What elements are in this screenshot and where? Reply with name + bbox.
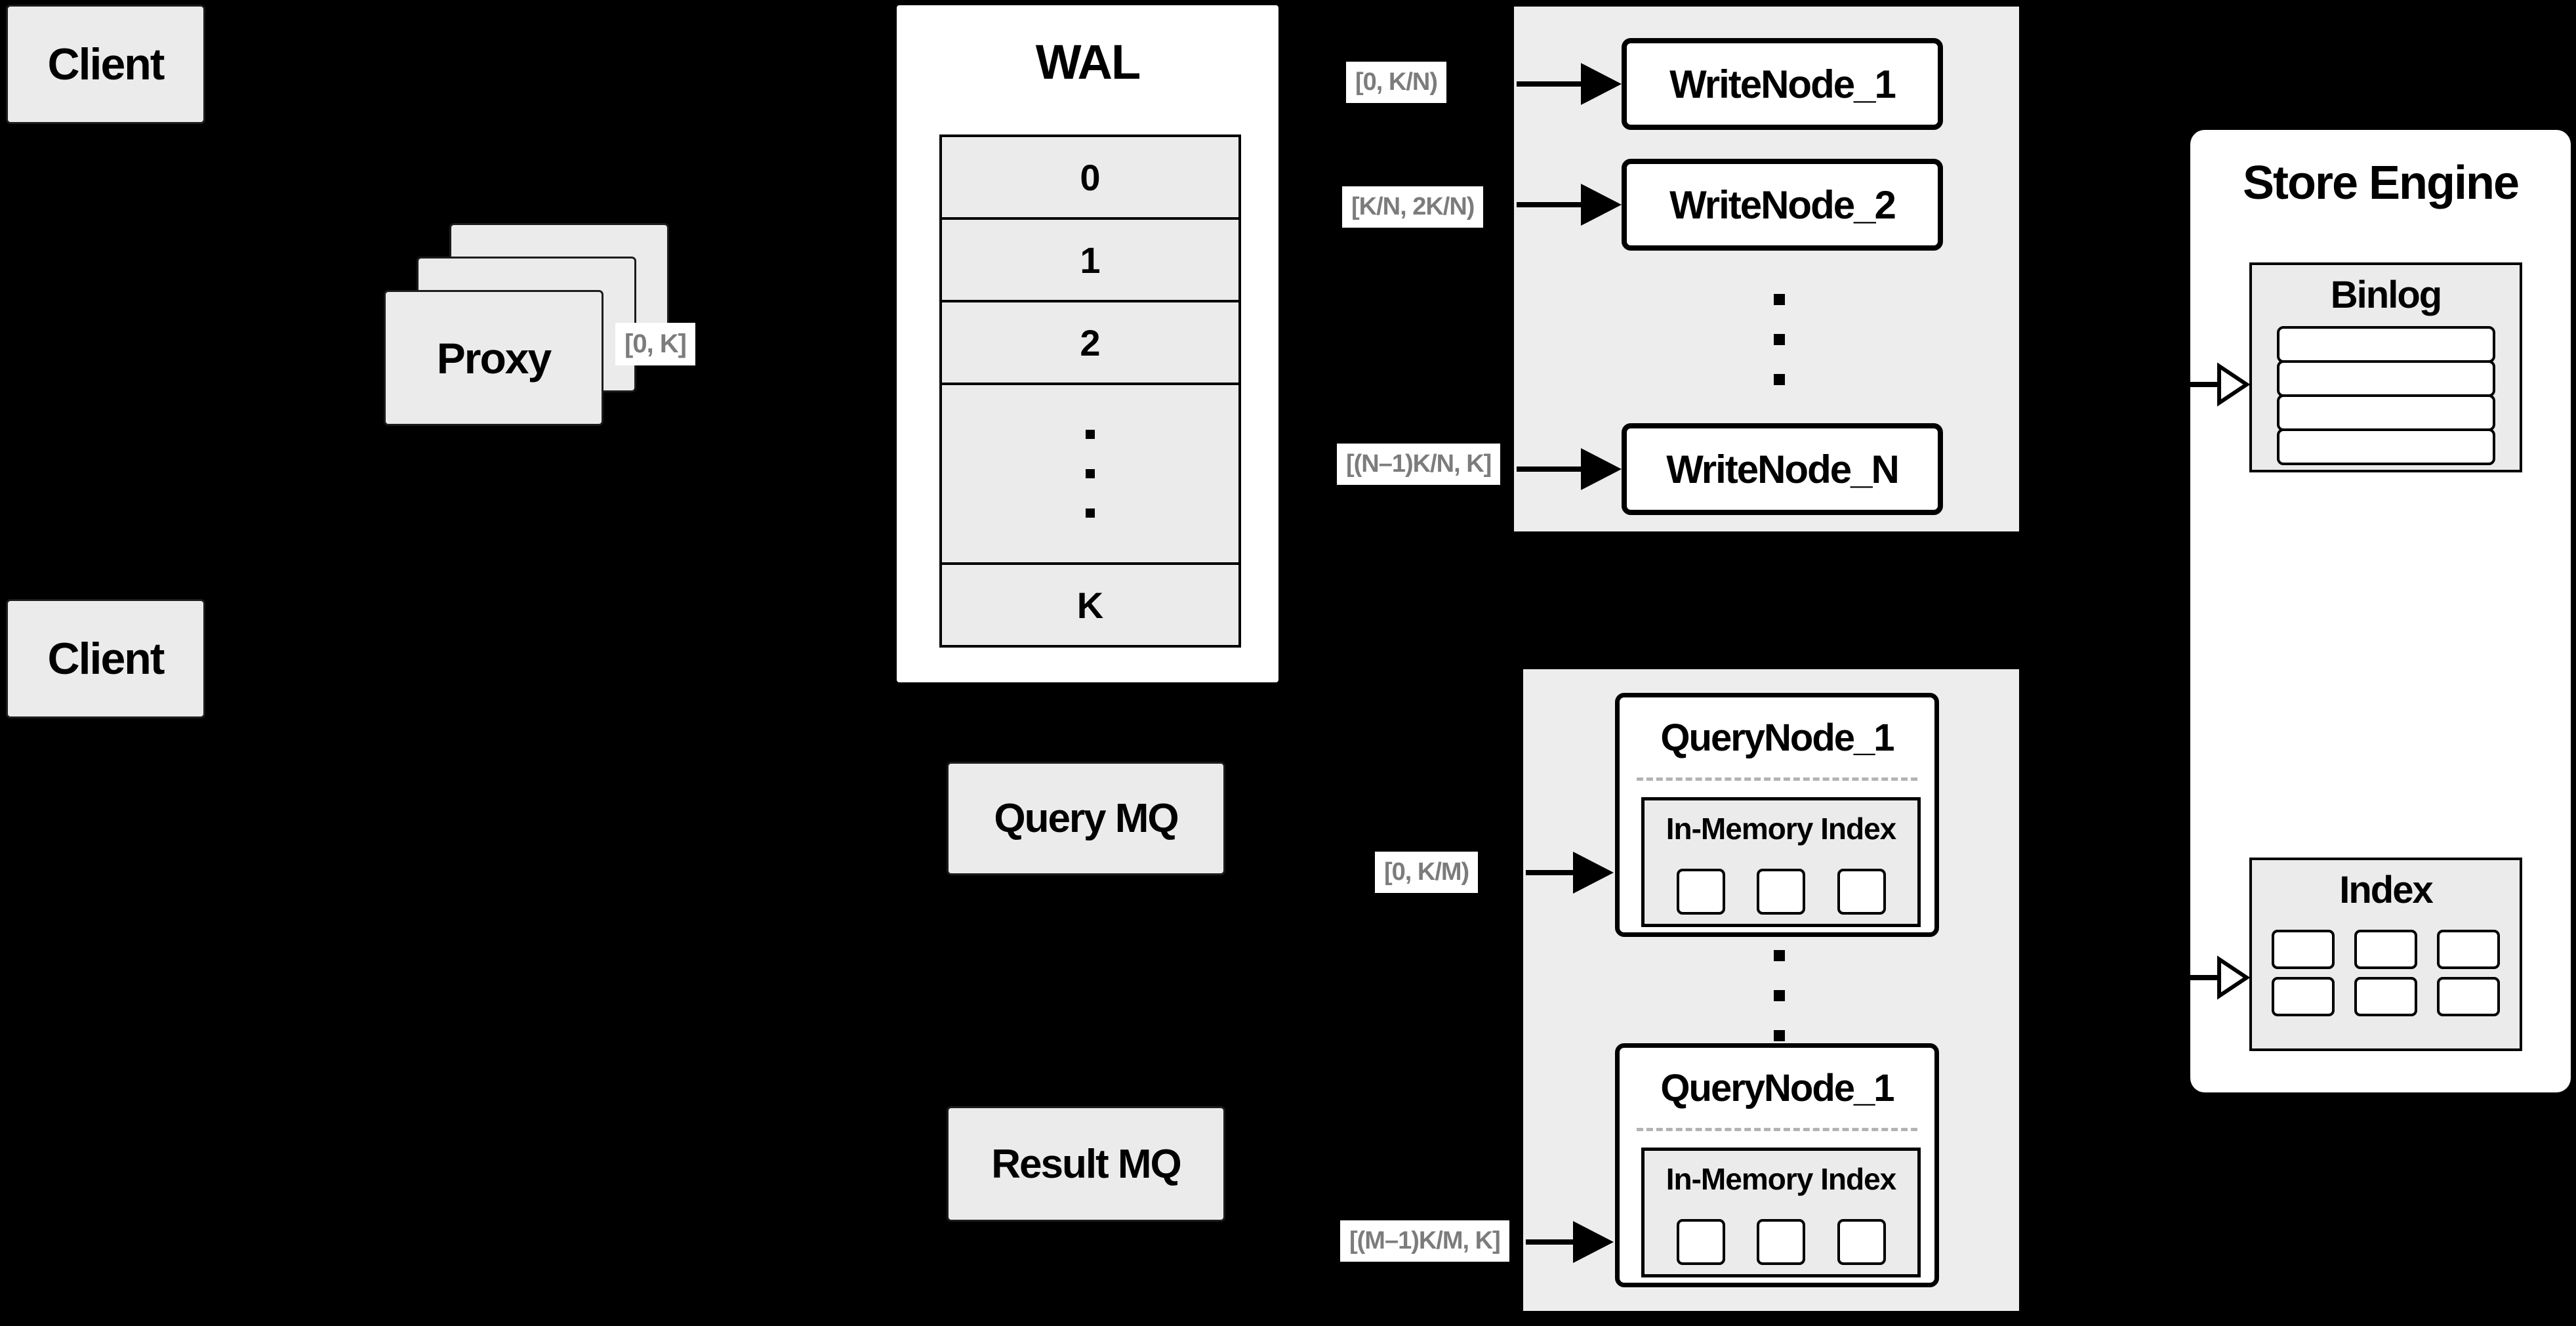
range-label-query-1: [0, K/M) [1375,852,1479,893]
write-node-group: WriteNode_1 WriteNode_2 WriteNode_N [1514,7,2019,531]
proxy-label: Proxy [436,333,552,383]
index-segment-cells [1645,1219,1917,1265]
index-cell [2437,930,2500,969]
ellipsis-dot [1774,294,1785,305]
ellipsis-dot [1086,430,1095,439]
ellipsis-dot [1086,508,1095,518]
query-node-2-title: QueryNode_1 [1660,1067,1894,1109]
binlog-row [2276,428,2495,465]
index-segment-cell [1837,1219,1886,1265]
index-cell [2437,977,2500,1016]
ellipsis-dot [1774,950,1785,961]
index-panel: Index [2249,858,2522,1051]
arrow-to-binlog [2188,362,2251,407]
arrow-to-index [2188,955,2251,1000]
store-engine-title: Store Engine [2242,157,2520,209]
query-node-1: QueryNode_1 In-Memory Index [1615,693,1939,937]
ellipsis-dot [1774,374,1785,385]
query-mq-node: Query MQ [947,762,1225,875]
binlog-row [2276,326,2495,363]
in-memory-index-panel: In-Memory Index [1641,797,1921,927]
ellipsis-dot [1086,469,1095,478]
write-node-1: WriteNode_1 [1622,38,1943,130]
client-bottom-label: Client [47,634,165,684]
write-node-1-label: WriteNode_1 [1669,62,1896,106]
ellipsis-dot [1774,334,1785,345]
index-segment-cell [1757,869,1805,915]
in-memory-index-panel: In-Memory Index [1641,1148,1921,1277]
arrow-to-write-node-2 [1517,184,1622,226]
index-cells-row [2252,977,2520,1016]
query-node-group: QueryNode_1 In-Memory Index QueryNode_1 … [1523,669,2019,1311]
index-cell [2354,977,2417,1016]
wal-log-table: 0 1 2 K [939,135,1241,648]
range-label-write-1: [0, K/N) [1346,62,1446,103]
range-label-write-n: [(N–1)K/N, K] [1337,444,1501,485]
arrow-to-query-node-1 [1526,852,1614,894]
query-node-2: QueryNode_1 In-Memory Index [1615,1043,1939,1287]
binlog-row [2276,394,2495,431]
arrow-to-write-node-n [1517,448,1622,490]
wal-title: WAL [1035,35,1141,89]
client-node-bottom: Client [6,599,205,718]
index-title: Index [2339,869,2434,911]
range-label-proxy-out: [0, K] [615,323,695,365]
dashed-separator [1637,777,1917,781]
range-label-query-m: [(M–1)K/M, K] [1340,1220,1509,1262]
binlog-title: Binlog [2330,274,2442,316]
wal-row-2: 2 [939,300,1241,385]
query-mq-label: Query MQ [994,796,1179,841]
wal-row-k: K [939,562,1241,648]
index-cell [2272,977,2335,1016]
write-node-2: WriteNode_2 [1622,159,1943,251]
query-node-1-title: QueryNode_1 [1660,716,1894,759]
range-label-write-2: [K/N, 2K/N) [1342,186,1484,228]
dashed-separator [1637,1128,1917,1131]
arrow-to-write-node-1 [1517,63,1622,105]
index-segment-cells [1645,869,1917,915]
wal-ellipsis-cell [939,383,1241,565]
ellipsis-dot [1774,1030,1785,1041]
index-cells-row [2252,930,2520,969]
write-node-2-label: WriteNode_2 [1669,182,1896,227]
client-top-label: Client [47,39,165,89]
wal-row-1: 1 [939,217,1241,302]
store-engine-panel: Store Engine Binlog Index [2188,130,2571,1092]
in-memory-index-title: In-Memory Index [1666,1162,1897,1196]
result-mq-label: Result MQ [991,1141,1182,1187]
proxy-node: Proxy [384,290,603,426]
in-memory-index-title: In-Memory Index [1666,812,1897,846]
write-group-ellipsis [1774,294,1785,385]
binlog-row [2276,360,2495,397]
arrow-to-query-node-2 [1526,1221,1614,1263]
result-mq-node: Result MQ [947,1106,1225,1222]
index-cell [2272,930,2335,969]
index-segment-cell [1676,1219,1725,1265]
index-segment-cell [1757,1219,1805,1265]
write-node-n-label: WriteNode_N [1666,447,1900,491]
binlog-panel: Binlog [2249,262,2522,472]
ellipsis-dot [1774,990,1785,1001]
write-node-n: WriteNode_N [1622,423,1943,515]
index-segment-cell [1837,869,1886,915]
client-node-top: Client [6,5,205,124]
wal-panel: WAL 0 1 2 K [894,3,1281,685]
query-group-ellipsis [1774,950,1785,1041]
binlog-rows [2252,326,2520,465]
index-cell [2354,930,2417,969]
wal-row-0: 0 [939,135,1241,220]
index-segment-cell [1676,869,1725,915]
